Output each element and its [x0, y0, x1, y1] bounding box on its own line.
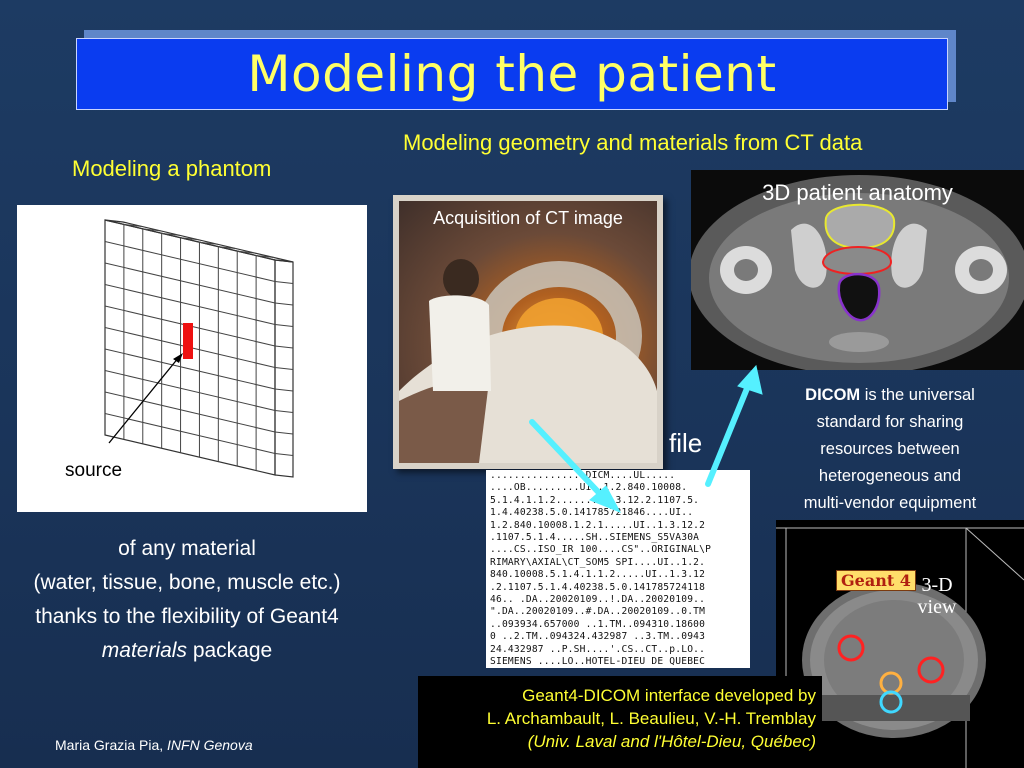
- dicom-line-2: standard for sharing: [816, 413, 964, 431]
- phantom-diagram: source: [17, 205, 367, 512]
- dicom-dump-line: RIMARY\AXIAL\CT_SOM5 SPI....UI..1.2.: [490, 556, 706, 568]
- footer-author: Maria Grazia Pia, INFN Genova: [55, 737, 253, 753]
- dicom-dump-line: .1107.5.1.4.....SH..SIEMENS_S5VA30A: [490, 532, 700, 544]
- dicom-dump-line: 24.432987 ..P.SH....'.CS..CT..p.LO..: [490, 643, 706, 655]
- dicom-line-3: resources between: [820, 440, 960, 458]
- view-label: 3-D view: [901, 574, 973, 618]
- anatomy-label: 3D patient anatomy: [762, 180, 953, 205]
- right-heading: Modeling geometry and materials from CT …: [403, 130, 863, 155]
- materials-italic: materials: [101, 639, 187, 662]
- ct-scanner-image: [399, 201, 657, 463]
- source-label: source: [65, 460, 123, 481]
- material-line-1: of any material: [118, 537, 256, 560]
- dicom-dump-line: SIEMENS ....LO..HOTEL-DIEU DE QUEBEC: [490, 656, 706, 668]
- dicom-dump-line: 46.. .DA..20020109..!.DA..20020109..: [490, 594, 706, 606]
- voxel-highlight: [183, 323, 193, 359]
- dicom-line-4: heterogeneous and: [818, 467, 962, 485]
- author-name: Maria Grazia Pia,: [55, 737, 164, 753]
- dicom-dump-line: 1.2.840.10008.1.2.1.....UI..1.3.12.2: [490, 519, 706, 531]
- dicom-dump-line: ....OB.........UI..1.2.840.10008.: [490, 482, 688, 494]
- arrow-to-anatomy-head: [737, 364, 763, 395]
- dicom-dump-line: ".DA..20020109..#.DA..20020109..0.TM: [490, 606, 706, 618]
- dicom-description: DICOM is the universal standard for shar…: [780, 382, 1000, 517]
- arrow-to-file: [529, 419, 605, 499]
- title-box: Modeling the patient: [76, 38, 948, 110]
- view-label-line-2: view: [917, 596, 957, 618]
- material-line-2: (water, tissue, bone, muscle etc.): [33, 571, 341, 594]
- credit-line-3: (Univ. Laval and l'Hôtel-Dieu, Québec): [527, 732, 816, 751]
- dicom-line-5: multi-vendor equipment: [803, 494, 977, 512]
- dicom-dump-line: 840.10008.5.1.4.1.1.2.....UI..1.3.12: [490, 569, 706, 581]
- file-label: file: [669, 428, 703, 458]
- patient-anatomy-scan: 3D patient anatomy: [691, 170, 1024, 370]
- voxel-grid-illustration: [104, 219, 294, 478]
- credit-box: Geant4-DICOM interface developed by L. A…: [418, 676, 822, 768]
- ct-acquisition-photo: Acquisition of CT image: [393, 195, 663, 469]
- dicom-file-dump: ................DICM....UL.........OB...…: [486, 470, 750, 668]
- ct-image-label: Acquisition of CT image: [433, 208, 623, 228]
- dicom-dump-line: .2.1107.5.1.4.40238.5.0.141785724118: [490, 581, 706, 593]
- geant4-logo: Geant 4: [836, 570, 916, 591]
- arrow-to-file-head: [589, 485, 622, 513]
- arrow-to-anatomy: [705, 383, 751, 487]
- author-affiliation: INFN Genova: [163, 737, 253, 753]
- credit-line-1: Geant4-DICOM interface developed by: [522, 686, 816, 705]
- left-heading: Modeling a phantom: [72, 156, 272, 181]
- dicom-dump-line: 1.4.40238.5.0.141785721846....UI..: [490, 507, 694, 519]
- material-description: of any material (water, tissue, bone, mu…: [17, 532, 357, 668]
- slide-title: Modeling the patient: [247, 45, 777, 103]
- material-line-4: materials package: [17, 634, 357, 668]
- credit-line-2: L. Archambault, L. Beaulieu, V.-H. Tremb…: [486, 709, 816, 728]
- dicom-dump-line: ....CS..ISO_IR 100....CS"..ORIGINAL\P: [490, 544, 712, 556]
- dicom-line-1-text: is the universal: [860, 386, 975, 404]
- material-line-4-rest: package: [186, 639, 273, 662]
- view-label-line-1: 3-D: [921, 574, 953, 596]
- dicom-line-1: DICOM is the universal: [780, 382, 1000, 409]
- dicom-bold: DICOM: [805, 386, 861, 404]
- material-line-3: thanks to the flexibility of Geant4: [35, 605, 339, 628]
- dicom-dump-line: ..093934.657000 ..1.TM..094310.18600: [490, 618, 706, 630]
- dicom-dump-line: 0 ..2.TM..094324.432987 ..3.TM..0943: [490, 631, 706, 643]
